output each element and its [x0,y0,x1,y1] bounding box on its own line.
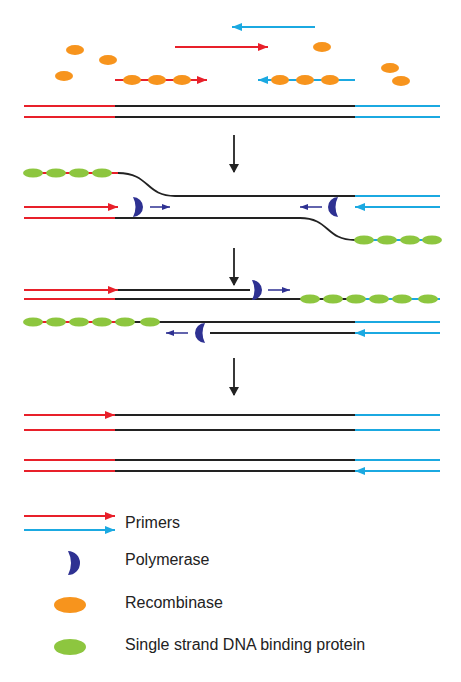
legend-label: Single strand DNA binding protein [125,635,365,655]
legend-label: Polymerase [125,550,209,570]
legend-swatch [60,549,84,577]
legend-swatch [52,637,88,657]
legend-label: Recombinase [125,593,223,613]
legend-swatch [52,595,88,615]
legend-label: Primers [125,513,180,533]
